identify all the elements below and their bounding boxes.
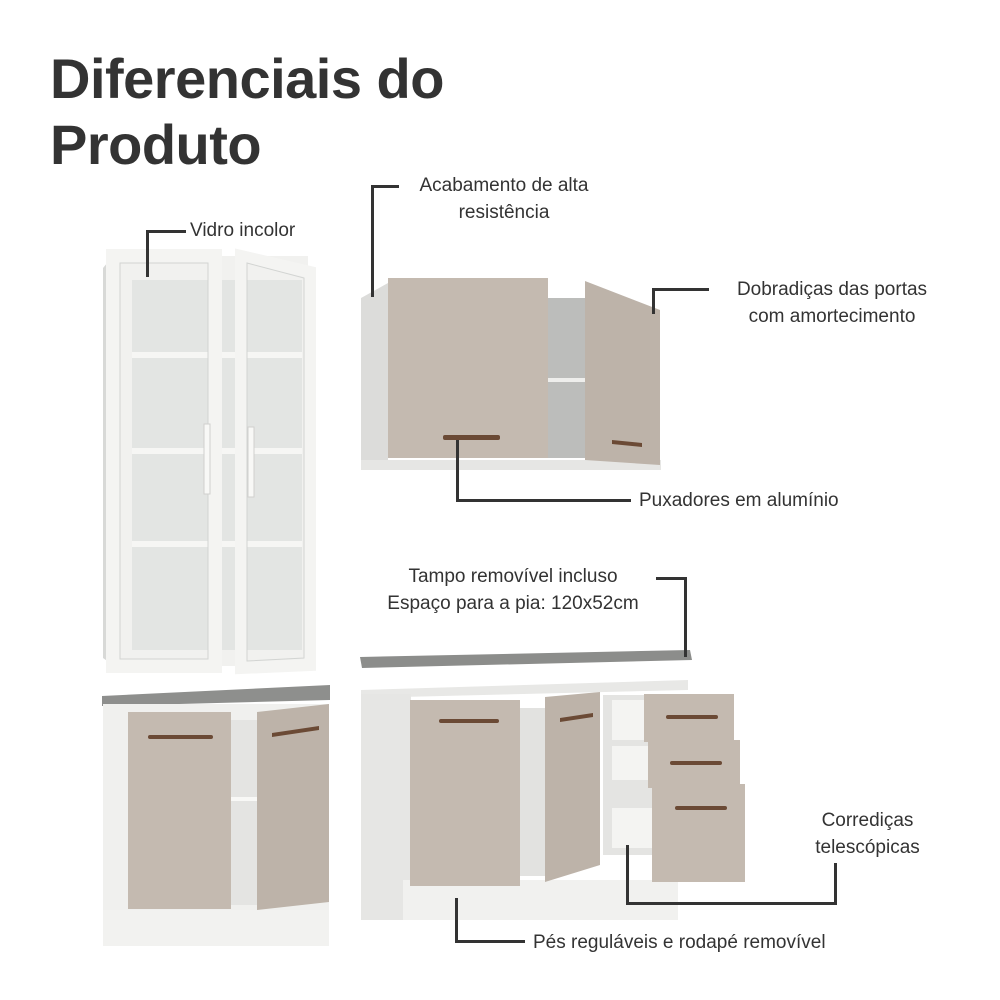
feature-puxadores-line1: Puxadores em alumínio: [639, 490, 839, 511]
wall-cabinet-image: [361, 278, 661, 470]
callout-line-corredicas-h: [626, 902, 837, 905]
sink-base-cabinet-image: [361, 680, 745, 920]
feature-vidro-line1: Vidro incolor: [190, 220, 296, 241]
feature-corredicas-line1: Corrediças: [821, 810, 914, 831]
callout-line-tampo-v: [684, 577, 687, 657]
feature-label-acabamento: Acabamento de alta resistência: [402, 172, 606, 226]
feature-tampo-line1: Tampo removível incluso: [408, 566, 618, 587]
title-line-2: Produto: [50, 113, 262, 176]
callout-line-acabamento-h: [371, 185, 399, 188]
feature-dobradicas-line2: com amortecimento: [748, 306, 916, 327]
callout-line-pes-v: [455, 898, 458, 943]
callout-line-dobradicas-h: [652, 288, 709, 291]
feature-pes-line1: Pés reguláveis e rodapé removível: [533, 932, 826, 953]
feature-label-corredicas: Corrediças telescópicas: [800, 807, 935, 861]
feature-acabamento-line1: Acabamento de alta: [419, 175, 589, 196]
feature-tampo-line2: Espaço para a pia: 120x52cm: [387, 593, 639, 614]
base-cabinet-2-doors-image: [102, 685, 330, 946]
countertop-image: [360, 650, 692, 668]
feature-label-dobradicas: Dobradiças das portas com amortecimento: [712, 276, 952, 330]
feature-label-vidro: Vidro incolor: [190, 217, 295, 244]
callout-line-vidro-v: [146, 230, 149, 277]
feature-label-tampo: Tampo removível incluso Espaço para a pi…: [358, 563, 668, 617]
feature-corredicas-line2: telescópicas: [815, 837, 920, 858]
feature-label-pes: Pés reguláveis e rodapé removível: [533, 929, 826, 956]
callout-line-acabamento-v: [371, 185, 374, 297]
feature-dobradicas-line1: Dobradiças das portas: [736, 279, 928, 300]
callout-line-puxadores-h: [456, 499, 631, 502]
callout-line-corredicas-v2: [834, 863, 837, 905]
page-title: Diferenciais do Produto: [50, 46, 444, 178]
callout-line-vidro-h: [146, 230, 186, 233]
feature-acabamento-line2: resistência: [458, 202, 550, 223]
callout-line-dobradicas-v: [652, 288, 655, 314]
callout-line-tampo-h: [656, 577, 687, 580]
glass-cabinet-image: [103, 248, 316, 675]
callout-line-pes-h: [455, 940, 525, 943]
callout-line-puxadores-v: [456, 440, 459, 502]
callout-line-corredicas-v1: [626, 845, 629, 905]
feature-label-puxadores: Puxadores em alumínio: [639, 487, 839, 514]
title-line-1: Diferenciais do: [50, 47, 444, 110]
